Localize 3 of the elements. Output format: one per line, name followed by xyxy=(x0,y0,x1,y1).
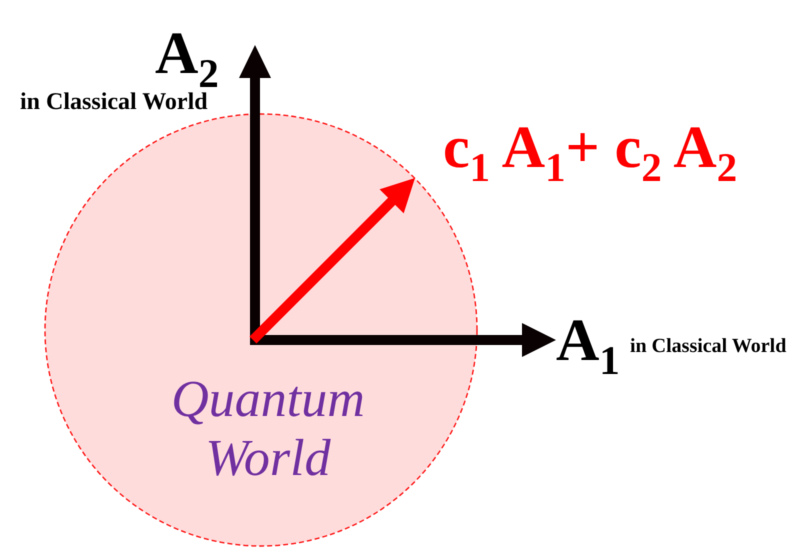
region-label: Quantum World xyxy=(170,371,366,488)
axis-caption: in Classical World xyxy=(630,336,786,356)
axis-caption: in Classical World xyxy=(20,90,208,114)
